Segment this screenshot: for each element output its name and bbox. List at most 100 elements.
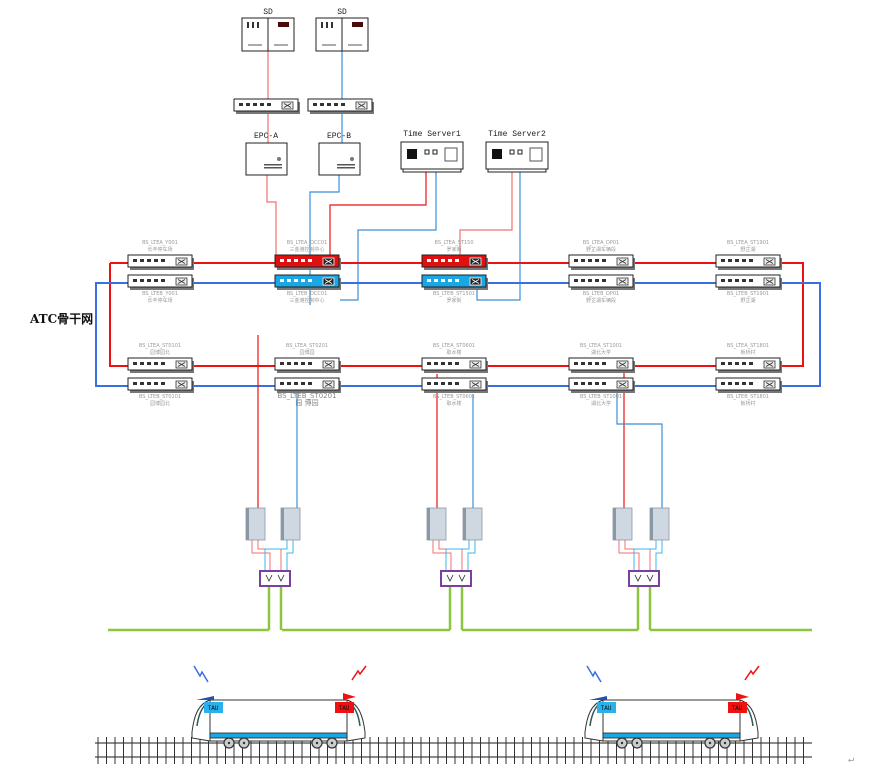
switch-port-icon [581,382,585,385]
wireless-signal-icon [744,665,760,681]
switch-port-icon [735,279,739,282]
switch-port-icon [588,382,592,385]
switch-port-icon [301,279,305,282]
cross-icon [765,382,774,387]
ap-lead [624,540,651,572]
led-icon [247,22,249,28]
access-point-6 [649,507,670,541]
tau-front-label: TAU [208,705,219,712]
hub [227,741,231,745]
ts1-red [329,162,427,258]
cross-icon [765,279,774,284]
switch-port-icon [260,103,264,106]
ap-lead [445,540,470,572]
switch-port-icon [581,279,585,282]
slot-icon [274,44,288,46]
ring-red-left [109,263,780,367]
switch-name-label: 三金滩控制中心 [289,246,324,253]
ap-lead [655,540,663,572]
switch-name-label: 湖北大学 [591,349,611,356]
splitter-icon [446,574,466,582]
tau-front [204,702,223,713]
wireless-signal-icon [351,665,367,681]
ap-lead [467,540,476,572]
cross-icon [471,382,480,387]
switch-port-icon [161,279,165,282]
rj45-icon [529,147,543,162]
train-2 [584,665,760,749]
combiner-body [628,570,660,587]
switch-port-icon [728,279,732,282]
switch-code-label: BS_LTEA_OCC01 [287,240,328,246]
antenna-rear-icon [343,693,356,700]
switch-port-icon [588,259,592,262]
switch-port-icon [133,382,137,385]
cross-icon [765,362,774,367]
switch-port-icon [301,259,305,262]
cross-icon [357,103,366,108]
ap-edge [613,508,616,540]
switch-port-icon [728,382,732,385]
switch-port-icon [154,279,158,282]
hub [723,741,727,745]
switch-port-icon [287,362,291,365]
switch-top-a-4 [568,254,635,270]
led-icon [326,22,328,28]
switch-top-a-3 [421,254,488,270]
time-server-label: Time Server2 [488,130,546,139]
access-point-5 [612,507,633,541]
switch-name-label: 长丰停车场 [147,246,172,253]
switch-name-label: 三金滩控制中心 [289,297,324,304]
combiner-body [259,570,291,587]
switch-port-icon [581,362,585,365]
port-icon [509,149,515,155]
switch-port-icon [602,362,606,365]
switch-port-icon [434,279,438,282]
switch-port-icon [161,259,165,262]
slot-icon [348,44,362,46]
switch-code-label: BS_LTEA_ST0601 [433,343,475,349]
switch-port-icon [602,279,606,282]
paragraph-mark: ↵ [848,755,854,766]
switch-port-icon [455,259,459,262]
switch-port-icon [246,103,250,106]
switch-code-label: BS_LTEA_DP01 [583,240,619,246]
switch-port-icon [161,362,165,365]
switch-port-icon [294,279,298,282]
switch-bottom-a-3 [421,357,488,373]
combiner-body [440,570,472,587]
switch-name-label: 园博园北 [150,400,170,407]
switch-port-icon [574,279,578,282]
cross-icon [324,279,333,284]
switch-code-label: BS_LTEB_Y001 [142,291,178,297]
switch-bottom-a-5 [715,357,782,373]
switch-name-label: 园博园北 [150,349,170,356]
switch-port-icon [595,259,599,262]
cross-icon [177,382,186,387]
switch-port-icon [434,382,438,385]
access-point-2 [280,507,301,541]
switch-port-icon [280,382,284,385]
tau-rear [335,702,354,713]
switch-port-icon [728,259,732,262]
epc-a [245,142,288,176]
switch-port-icon [154,382,158,385]
switch-port-icon [441,382,445,385]
ap-edge [281,508,284,540]
switch-port-icon [308,259,312,262]
switch-port-icon [602,382,606,385]
time-server-label: Time Server1 [403,130,461,139]
switch-port-icon [728,362,732,365]
switch-top-a-2 [274,254,341,270]
drop-blue-3 [616,392,663,515]
switch-bottom-b-4 [568,377,635,393]
cross-icon [471,279,480,284]
switch-port-icon [308,362,312,365]
switch-port-icon [287,259,291,262]
hub [635,741,639,745]
switch-port-icon [735,362,739,365]
switch-bottom-a-1 [127,357,194,373]
switch-code-label: BS_LTEB_ST0101 [139,394,181,400]
splitter-icon [265,574,285,582]
